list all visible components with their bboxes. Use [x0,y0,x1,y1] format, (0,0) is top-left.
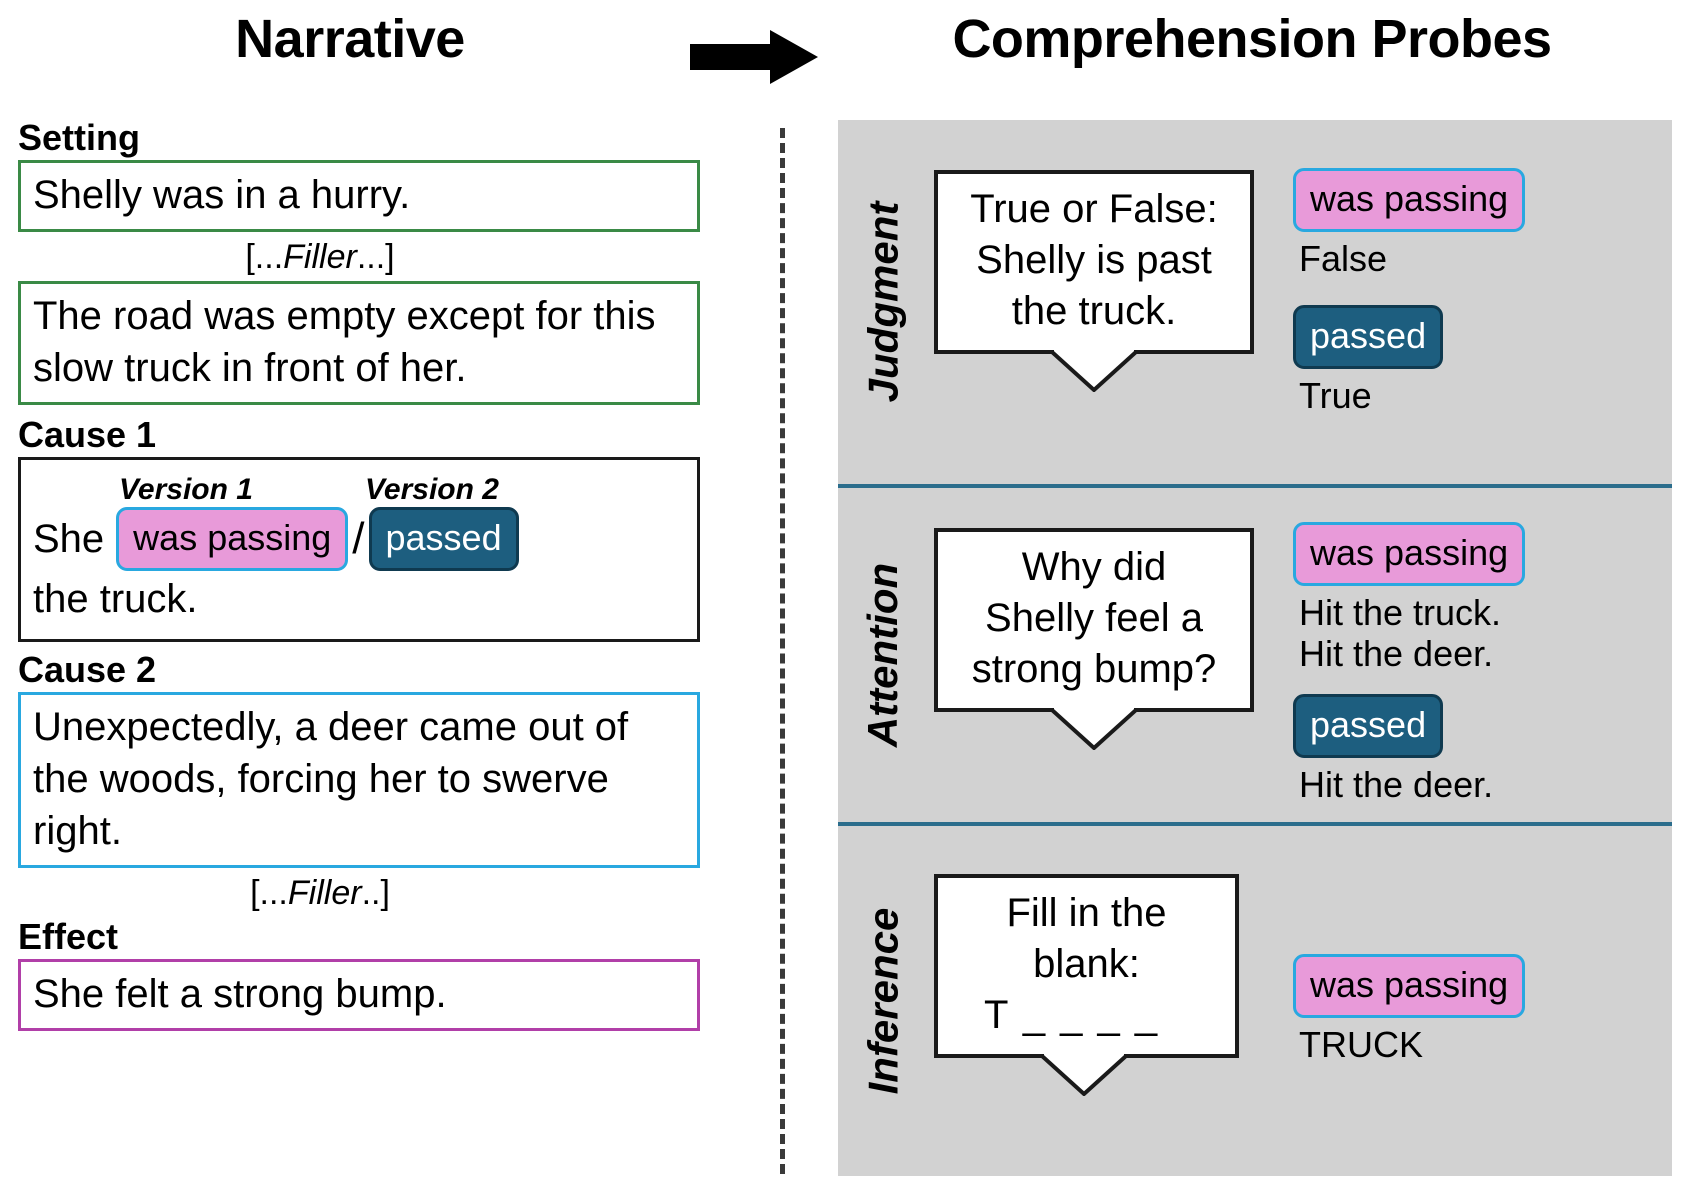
pill-was-passing-attention[interactable]: was passing [1293,522,1526,586]
pill-was-passing-cause1[interactable]: was passing [116,507,349,571]
narrative-section-setting: Setting Shelly was in a hurry. [0,120,760,232]
inference-question-line-3: T _ _ _ _ [984,993,1160,1038]
inference-bubble-tail [934,1053,1239,1096]
probe-label-inference-text: Inference [859,907,906,1095]
judgment-answer-value-1: False [1299,238,1388,279]
inference-question-line-2: blank: [1033,942,1140,987]
setting-box-2: The road was empty except for this slow … [18,281,700,405]
cause-1-lead-text: She [33,517,105,561]
vertical-dashed-divider [780,128,785,1174]
narrative-section-cause1: Cause 1 Version 1 Version 2 She was pass… [0,417,760,642]
narrative-section-effect: Effect She felt a strong bump. [0,919,760,1031]
judgment-question-line-3: the truck. [1011,289,1177,334]
judgment-bubble-tail [934,349,1254,392]
filler-2-prefix: [... [250,874,288,912]
version-separator: / [352,514,365,564]
attention-answer-value-2: Hit the deer. [1299,764,1494,806]
cause-1-sentence-line: She was passing / passed [33,507,685,571]
attention-bubble-wrap: Why did Shelly feel a strong bump? [934,528,1254,750]
section-label-cause-2: Cause 2 [18,649,157,690]
judgment-question-line-2: Shelly is past [976,238,1212,283]
probe-row-judgment: Judgment True or False: Shelly is past t… [838,120,1672,484]
judgment-answers: was passing False passed True [1293,168,1633,422]
filler-1-suffix: ...] [356,238,395,276]
page-title-probes: Comprehension Probes [952,9,1552,69]
probe-label-judgment-text: Judgment [859,201,907,403]
judgment-bubble-wrap: True or False: Shelly is past the truck. [934,170,1254,392]
inference-answer-group-1: was passing TRUCK [1293,954,1633,1065]
judgment-answer-value-2: True [1299,375,1372,417]
filler-2-word: Filler [287,874,362,912]
inference-answer-value-1: TRUCK [1299,1024,1423,1065]
effect-box: She felt a strong bump. [18,959,700,1031]
inference-question-line-1: Fill in the [1006,891,1167,935]
cause-2-box: Unexpectedly, a deer came out of the woo… [18,692,700,868]
narrative-section-cause2: Cause 2 Unexpectedly, a deer came out of… [0,652,760,868]
inference-bubble-wrap: Fill in the blank: T _ _ _ _ [934,874,1239,1096]
judgment-question-line-1: True or False: [970,187,1218,231]
attention-answer-group-2: passed Hit the deer. [1293,694,1633,805]
attention-question-line-2: Shelly feel a [985,596,1203,641]
pill-passed-judgment[interactable]: passed [1293,305,1444,370]
pill-was-passing-inference[interactable]: was passing [1293,954,1526,1018]
cause-1-box: Version 1 Version 2 She was passing / pa… [18,457,700,642]
comprehension-probes-panel: Judgment True or False: Shelly is past t… [838,120,1672,1176]
version-2-tag: Version 2 [365,473,499,506]
page-title-narrative: Narrative [235,9,465,69]
filler-1-word: Filler [283,238,357,276]
inference-answers: was passing TRUCK [1293,954,1633,1071]
probe-row-attention: Attention Why did Shelly feel a strong b… [838,484,1672,822]
version-tag-row: Version 1 Version 2 [33,470,685,509]
attention-answers: was passing Hit the truck. Hit the deer.… [1293,522,1633,811]
section-label-cause-1: Cause 1 [18,414,157,455]
probe-label-judgment: Judgment [844,120,922,484]
judgment-question-bubble: True or False: Shelly is past the truck. [934,170,1254,354]
section-label-setting: Setting [18,117,140,158]
judgment-answer-group-1: was passing False [1293,168,1633,279]
narrative-panel: Setting Shelly was in a hurry. [...Fille… [0,120,760,1182]
setting-box-1: Shelly was in a hurry. [18,160,700,232]
probe-row-inference: Inference Fill in the blank: T _ _ _ _ w… [838,822,1672,1176]
attention-question-line-1: Why did [1021,545,1167,589]
probe-label-attention: Attention [844,488,922,822]
filler-2: [...Filler..] [0,868,760,919]
filler-1-prefix: [... [245,238,284,276]
inference-question-bubble: Fill in the blank: T _ _ _ _ [934,874,1239,1058]
pill-passed-cause1[interactable]: passed [368,507,519,571]
filler-2-suffix: ..] [361,874,390,912]
attention-answer-value-1: Hit the truck. Hit the deer. [1299,592,1502,675]
attention-answer-group-1: was passing Hit the truck. Hit the deer. [1293,522,1633,674]
attention-bubble-tail [934,707,1254,750]
judgment-answer-group-2: passed True [1293,305,1633,416]
attention-question-bubble: Why did Shelly feel a strong bump? [934,528,1254,712]
cause-1-tail-text: the truck. [33,577,198,621]
section-label-effect: Effect [18,916,119,957]
pill-was-passing-judgment[interactable]: was passing [1293,168,1526,232]
probe-label-inference: Inference [844,826,922,1176]
probe-label-attention-text: Attention [859,562,907,748]
right-arrow-icon [690,28,820,86]
version-1-tag: Version 1 [119,473,253,506]
filler-1: [...Filler...] [0,232,760,283]
attention-question-line-3: strong bump? [971,647,1217,692]
pill-passed-attention[interactable]: passed [1293,694,1444,759]
